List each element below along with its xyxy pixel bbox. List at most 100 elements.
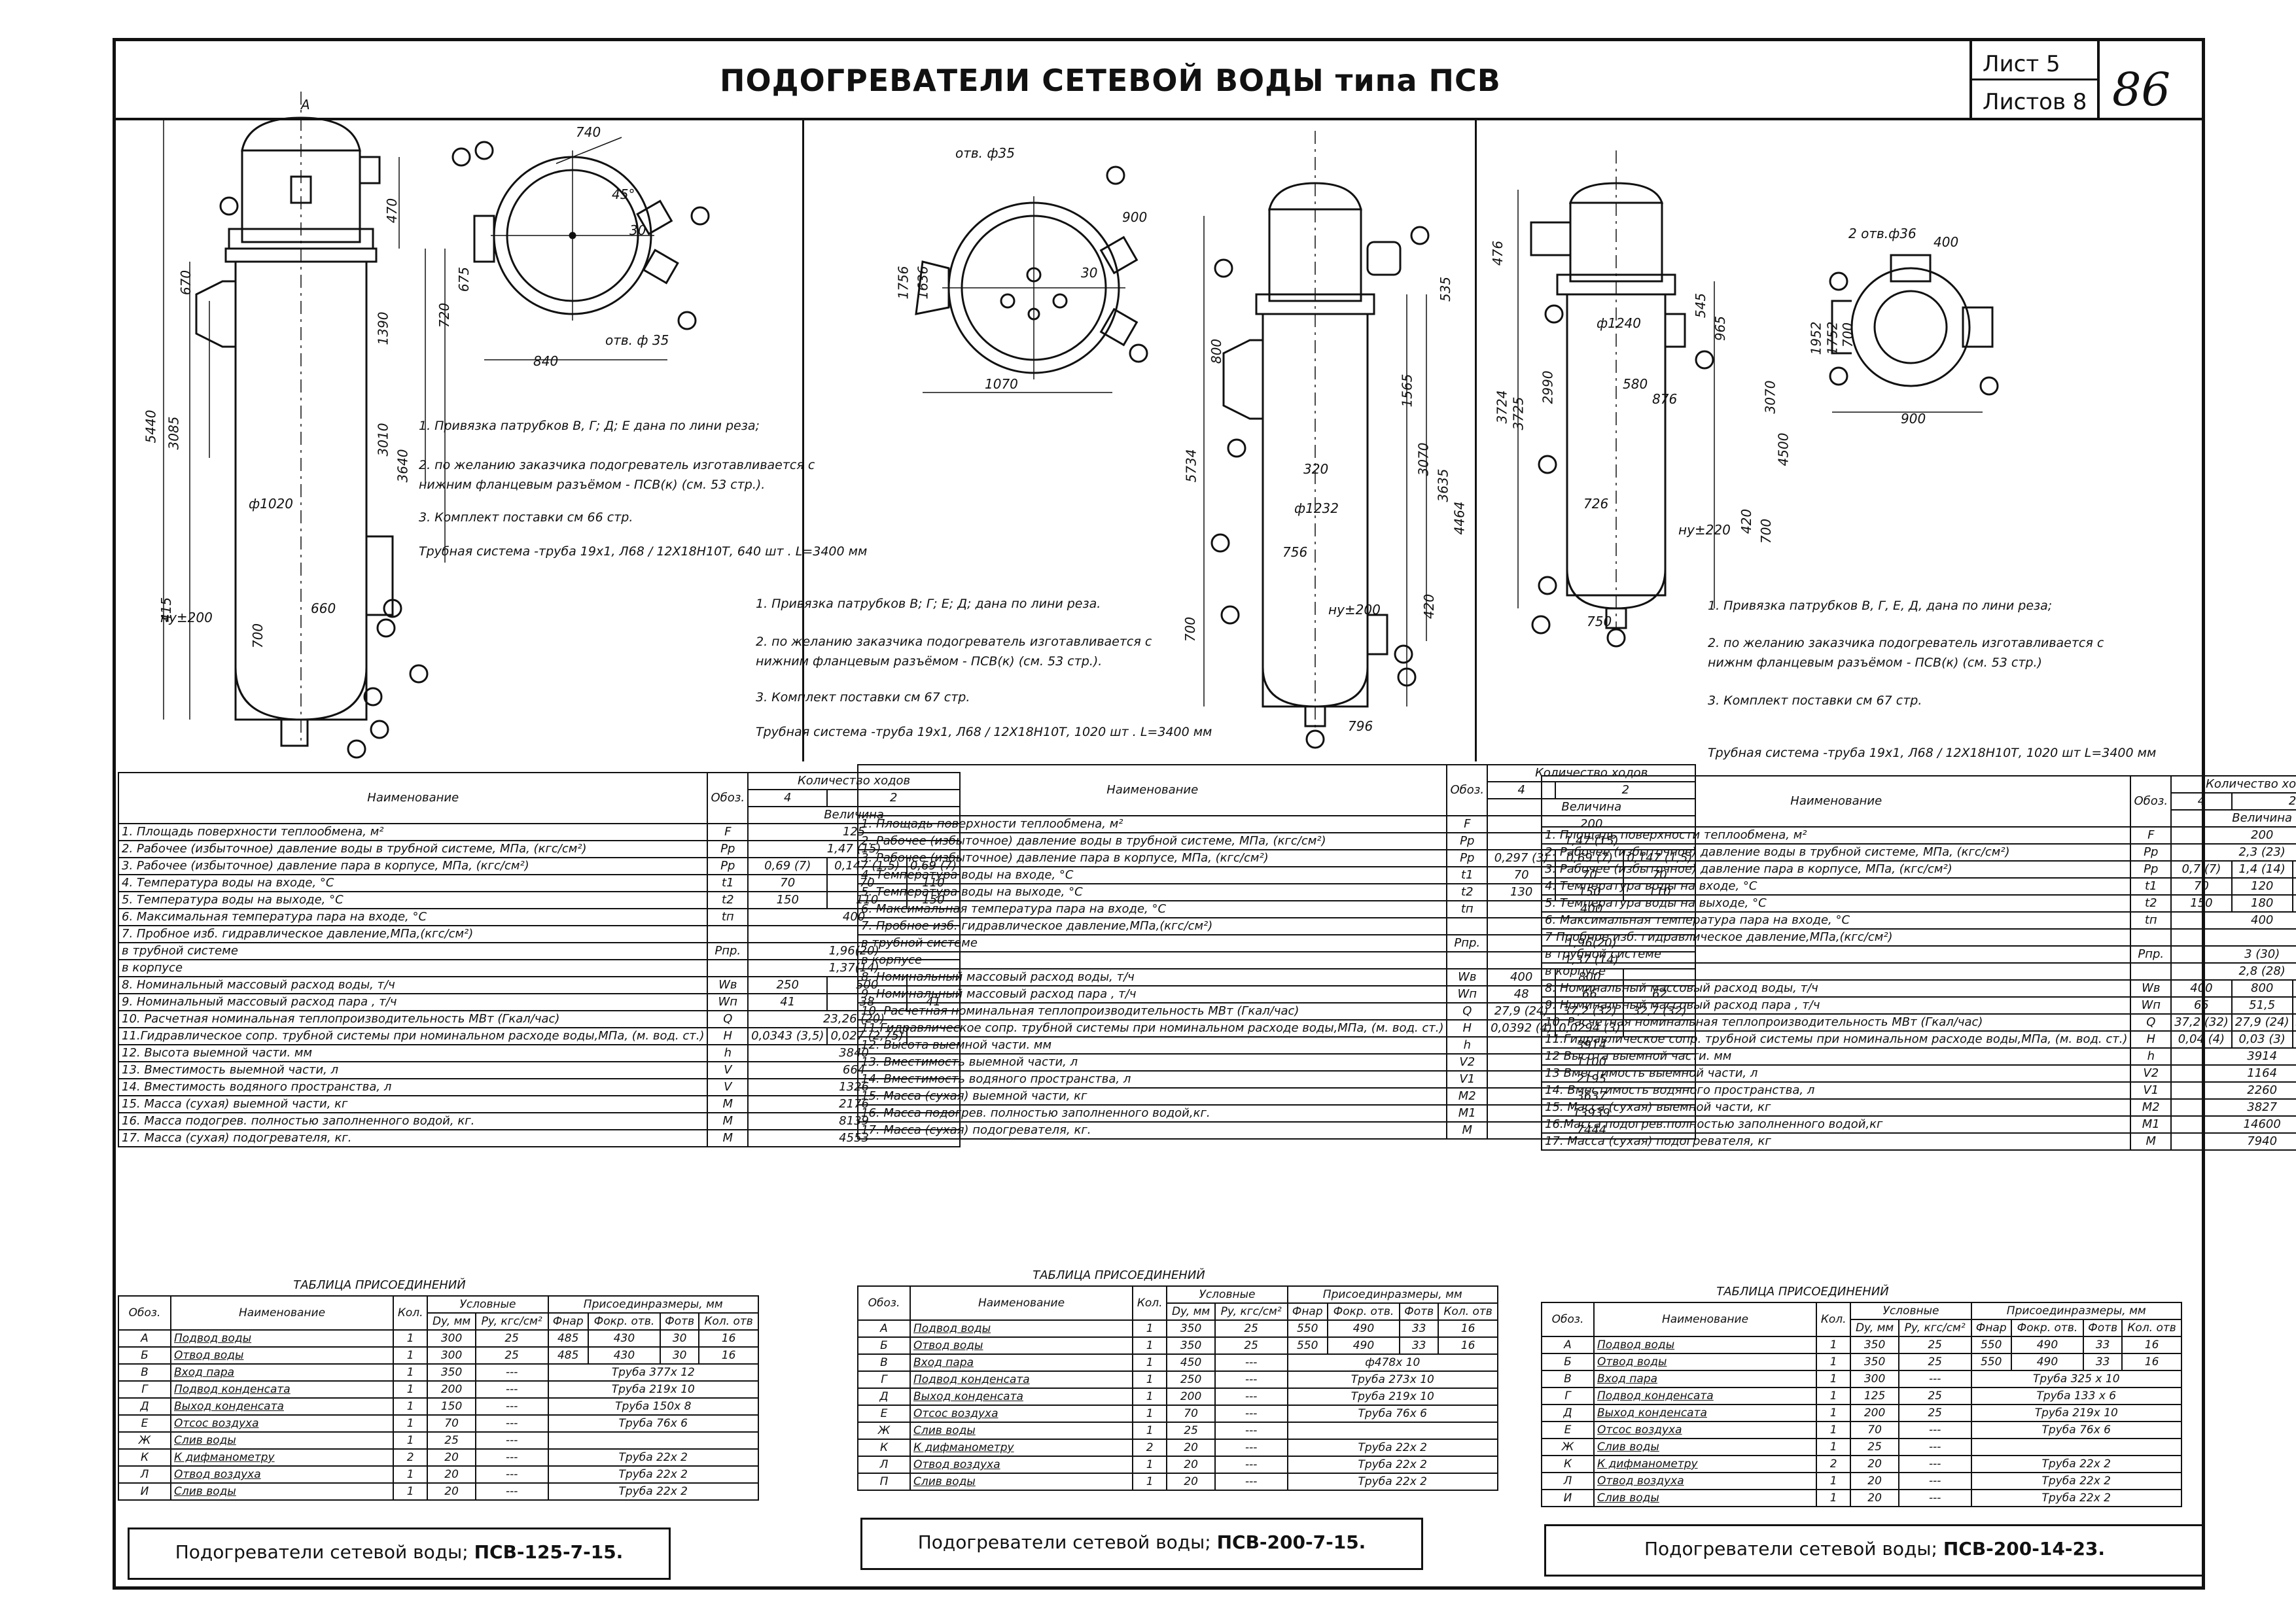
conn-dy: 150 <box>427 1397 476 1416</box>
conn-dims: Труба 219х 10 <box>1970 1404 2183 1422</box>
spec-param: 17. Масса (сухая) подогревателя, кг. <box>117 1129 709 1147</box>
conn-name: Отвод воды <box>1593 1353 1817 1371</box>
spec-header-pass4: 4 <box>747 789 828 807</box>
caption-3-model: ПСВ-200-14-23. <box>1943 1538 2106 1560</box>
conn-dokr: 490 <box>2010 1336 2085 1354</box>
conn-name: Подвод воды <box>910 1319 1133 1338</box>
conn-qty: 1 <box>1815 1387 1852 1405</box>
spec-symbol: Wп <box>707 993 749 1011</box>
conn-qty: 1 <box>392 1482 429 1501</box>
p3-dim-d1240: ф1240 <box>1597 315 1641 331</box>
spec-param: 13. Вместимость выемной части, л <box>117 1061 709 1079</box>
spec-value: 0,69 (7) <box>747 857 828 875</box>
spec-symbol: Wв <box>707 976 749 994</box>
conn-dims: ф478х 10 <box>1286 1353 1499 1372</box>
spec-param: 5. Температура воды на выходе, °С <box>117 891 709 909</box>
conn-dokr: 430 <box>587 1346 662 1365</box>
spec-row: 6. Максимальная температура пара на вход… <box>1540 911 2296 930</box>
spec-row: 10. Расчетная номинальная теплопроизводи… <box>117 1010 961 1028</box>
spec-value: 800 <box>2231 979 2293 998</box>
conn-py: 25 <box>1214 1319 1288 1338</box>
conn-py: --- <box>474 1465 549 1484</box>
conn-symbol: Л <box>857 1456 911 1474</box>
spec-row: 9. Номинальный массовый расход пара , т/… <box>117 993 961 1011</box>
spec-symbol: M <box>707 1095 749 1113</box>
spec-value: 27,9 (24) <box>2231 1013 2293 1032</box>
spec-param: 8. Номинальный массовый расход воды, т/ч <box>1540 979 2132 998</box>
conn-symbol: В <box>1541 1370 1595 1388</box>
spec-value: 150 <box>2170 894 2233 913</box>
conn-symbol: Л <box>1541 1472 1595 1490</box>
conn-symbol: И <box>118 1482 171 1501</box>
conn-dy: 125 <box>1850 1387 1899 1405</box>
conn-py: 25 <box>474 1346 549 1365</box>
spec-param: 14. Вместимость водяного пространства, л <box>117 1078 709 1096</box>
spec-row: 14. Вместимость водяного пространства, л… <box>1540 1081 2296 1100</box>
spec-value <box>2291 1030 2296 1049</box>
spec-row: 8. Номинальный массовый расход воды, т/ч… <box>117 976 961 994</box>
conn-qty: 1 <box>392 1431 429 1450</box>
conn-header-cond: Условные <box>1166 1285 1288 1304</box>
spec-param: 6. Максимальная температура пара на вход… <box>117 908 709 926</box>
conn-dokr: 490 <box>1326 1336 1401 1355</box>
p1-dim-3085: 3085 <box>166 416 182 450</box>
conn-qty: 1 <box>1815 1421 1852 1439</box>
spec-row: 2. Рабочее (избыточное) давление воды в … <box>117 840 961 858</box>
conn-header-dnar: Фнар <box>547 1312 589 1331</box>
conn-qty: 1 <box>1131 1370 1168 1389</box>
conn-py: --- <box>1214 1456 1288 1474</box>
conn-dokr: 490 <box>1326 1319 1401 1338</box>
conn-py: --- <box>1898 1438 1972 1456</box>
spec-header-passes: Количество ходов <box>2170 775 2296 794</box>
conn-dnar: 485 <box>547 1346 589 1365</box>
conn-kol: 16 <box>1438 1319 1498 1338</box>
p2-note-4: Трубная система -труба 19х1, Л68 / 12Х18… <box>756 725 1212 739</box>
spec-symbol: Wп <box>2130 996 2172 1015</box>
p1-dim-ny200: нy±200 <box>160 610 213 625</box>
spec-param: 10. Расчетная номинальная теплопроизводи… <box>857 1002 1448 1021</box>
conn-name: Слив воды <box>910 1473 1133 1491</box>
spec-value: 0,03 (3) <box>2231 1030 2293 1049</box>
conn-py: --- <box>1898 1455 1972 1473</box>
conn-table-title-3: ТАБЛИЦА ПРИСОЕДИНЕНИЙ <box>1716 1285 1889 1299</box>
conn-py: --- <box>1898 1472 1972 1490</box>
p2-note-2b: нижним фланцевым разъёмом - ПСВ(к) (см. … <box>756 654 1103 669</box>
spec-symbol: t2 <box>707 891 749 909</box>
conn-py: 25 <box>474 1329 549 1348</box>
spec-symbol: V <box>707 1061 749 1079</box>
p3-dim-900: 900 <box>1901 411 1926 427</box>
conn-symbol: А <box>1541 1336 1595 1354</box>
spec-symbol: M <box>707 1129 749 1147</box>
p2-dim-900: 900 <box>1122 209 1148 225</box>
p2-dim-1756: 1756 <box>895 266 911 300</box>
p3-note-4: Трубная система -труба 19х1, Л68 / 12Х18… <box>1708 746 2157 760</box>
conn-header-dy: Dy, мм <box>1850 1319 1899 1337</box>
spec-param: 7. Пробное изб. гидравлическое давление,… <box>857 917 1448 935</box>
conn-dy: 350 <box>1166 1319 1216 1338</box>
p1-note-4: Трубная система -труба 19х1, Л68 / 12Х18… <box>419 544 868 559</box>
spec-header-value: Величина <box>2170 809 2296 828</box>
p2-dim-1636: 1636 <box>915 266 931 300</box>
conn-symbol: Г <box>118 1380 171 1399</box>
conn-dnar: 550 <box>1286 1319 1328 1338</box>
spec-param: 13. Вместимость выемной части, л <box>857 1053 1448 1072</box>
spec-value: 37,2 (32) <box>2291 1013 2296 1032</box>
conn-dotv: 33 <box>2083 1353 2123 1371</box>
spec-param: в корпусе <box>857 951 1448 969</box>
conn-name: Вход пара <box>170 1363 394 1382</box>
spec-param: 14. Вместимость водяного пространства, л <box>857 1070 1448 1089</box>
p3-dim-876: 876 <box>1652 391 1678 407</box>
conn-qty: 1 <box>1131 1405 1168 1423</box>
spec-param: 10. Расчетная номинальная теплопроизводи… <box>117 1010 709 1028</box>
conn-header-sym: Обоз. <box>1541 1302 1595 1337</box>
conn-symbol: Ж <box>857 1422 911 1440</box>
